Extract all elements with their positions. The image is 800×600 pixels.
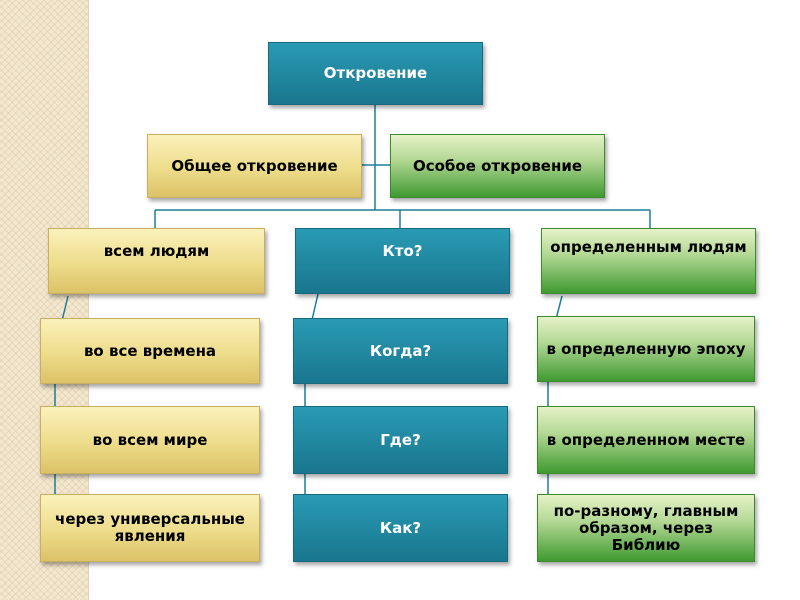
general-revelation-node: Общее откровение [147,134,362,198]
col1-item-4: через универсальные явления [40,494,260,562]
col2-item-2: Когда? [293,318,508,384]
col3-item-4: по-разному, главным образом, через Библи… [537,494,755,562]
col2-item-1: Кто? [295,228,510,294]
col1-item-1: всем людям [48,228,265,294]
root-node: Откровение [268,42,483,105]
special-revelation-node: Особое откровение [390,134,605,198]
col1-item-2: во все времена [40,318,260,384]
col1-item-3: во всем мире [40,406,260,474]
col3-item-2: в определенную эпоху [537,316,755,382]
col2-item-4: Как? [293,494,508,562]
col2-item-3: Где? [293,406,508,474]
col3-item-3: в определенном месте [537,406,755,474]
decorative-sidebar [0,0,89,600]
col3-item-1: определенным людям [541,228,756,294]
